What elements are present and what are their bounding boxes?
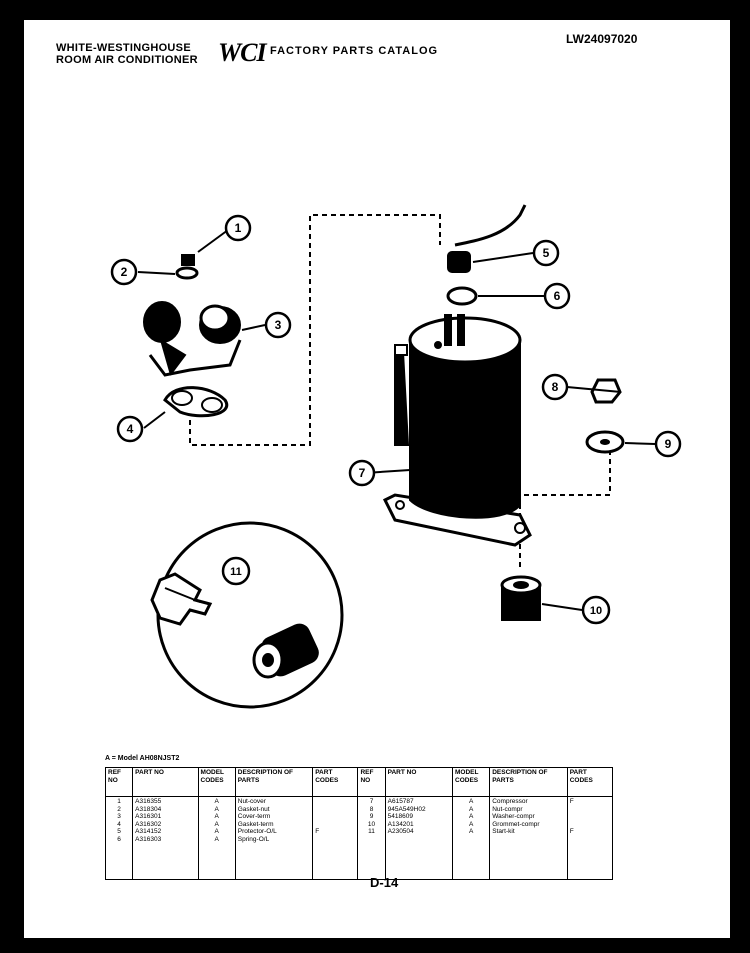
parts-table-block: A = Model AH08NJST2 REF NO PART NO MODEL…: [104, 755, 614, 880]
col-model-codes-2: MODEL CODES: [452, 767, 491, 797]
col-ref-no: REF NO: [104, 767, 134, 797]
brand-line-1: WHITE-WESTINGHOUSE: [56, 42, 191, 54]
col-description: DESCRIPTION OF PARTS: [234, 767, 314, 797]
col-part-codes-2: PART CODES: [566, 767, 614, 797]
col-part-no-2: PART NO: [384, 767, 454, 797]
compressor-part: [382, 314, 532, 547]
callout-8: 8: [552, 380, 559, 394]
callout-10: 10: [590, 605, 602, 617]
col-model-codes: MODEL CODES: [197, 767, 236, 797]
terminal-cover-part: [143, 301, 242, 377]
model-number: LW24097020: [566, 32, 638, 46]
callout-1: 1: [235, 221, 242, 235]
callout-3: 3: [275, 318, 282, 332]
overload-spring-part: [446, 286, 478, 306]
brand-line-2: ROOM AIR CONDITIONER: [56, 54, 198, 66]
callout-9: 9: [665, 437, 672, 451]
callout-6: 6: [554, 289, 561, 303]
col-description-2: DESCRIPTION OF PARTS: [489, 767, 568, 797]
wci-logo: WCI: [218, 38, 267, 67]
right-code-cell: F F: [566, 796, 614, 880]
callout-7: 7: [359, 466, 366, 480]
overload-protector-part: [447, 251, 471, 273]
col-part-no: PART NO: [132, 767, 199, 797]
col-part-codes: PART CODES: [312, 767, 359, 797]
callout-2: 2: [121, 265, 128, 279]
compressor-grommet-part: [500, 575, 542, 621]
catalog-title: FACTORY PARTS CATALOG: [270, 45, 439, 57]
terminal-gasket-part: [163, 386, 229, 418]
page-number: D-14: [370, 875, 399, 890]
nut-cover-part: [181, 254, 195, 266]
callout-5: 5: [543, 246, 550, 260]
left-code-cell: F: [312, 796, 359, 880]
col-ref-no-2: REF NO: [357, 767, 386, 797]
model-note: A = Model AH08NJST2: [105, 755, 180, 762]
parts-table: REF NO PART NO MODEL CODES DESCRIPTION O…: [104, 767, 614, 880]
callout-11: 11: [230, 566, 242, 578]
callout-4: 4: [127, 422, 134, 436]
start-kit-part: [150, 521, 344, 709]
